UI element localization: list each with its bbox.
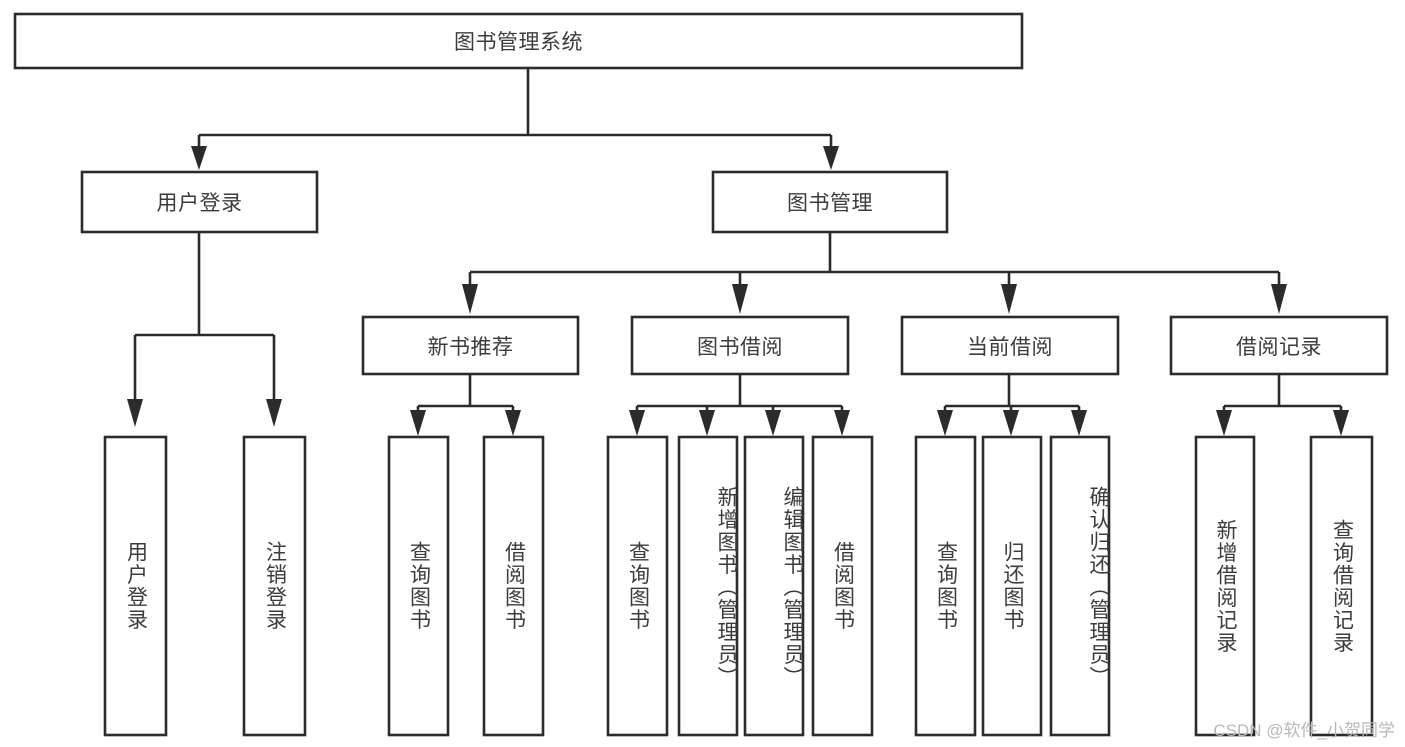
arrowhead-leaf-user-login — [127, 399, 143, 427]
leaf-query-book-2-box[interactable] — [606, 435, 669, 737]
arrowhead-new-book-recommend — [462, 284, 478, 314]
arrowhead-leaf-query-book-1 — [410, 410, 426, 436]
leaf-query-book-3-box[interactable] — [914, 435, 977, 737]
node-borrow-record-box[interactable] — [1169, 315, 1389, 376]
leaf-borrow-book-2-box[interactable] — [811, 435, 874, 737]
leaf-add-book-box[interactable] — [677, 435, 739, 737]
node-book-borrow-box[interactable] — [630, 315, 850, 376]
node-user-login-box[interactable] — [80, 170, 319, 234]
arrowhead-leaf-query-record — [1333, 410, 1349, 436]
node-root-box[interactable] — [13, 12, 1024, 70]
leaf-return-book-box[interactable] — [981, 435, 1043, 737]
leaf-borrow-book-1-box[interactable] — [482, 435, 545, 737]
arrowhead-leaf-query-book-2 — [629, 410, 645, 436]
leaf-edit-book-box[interactable] — [743, 435, 805, 737]
leaf-confirm-return-box[interactable] — [1049, 435, 1111, 737]
node-book-management-box[interactable] — [711, 170, 949, 234]
node-current-borrow-box[interactable] — [900, 315, 1120, 376]
leaf-add-record-box[interactable] — [1194, 435, 1256, 737]
arrowhead-leaf-add-record — [1216, 410, 1232, 436]
leaf-logout-login-box[interactable] — [242, 435, 307, 737]
arrowhead-leaf-borrow-book-2 — [834, 410, 850, 436]
arrowhead-leaf-edit-book — [765, 410, 781, 436]
node-new-book-recommend-box[interactable] — [361, 315, 580, 376]
arrowhead-leaf-return-book — [1003, 410, 1019, 436]
arrowhead-user-login — [191, 146, 207, 170]
csdn-watermark: CSDN @软件_小贺同学 — [1213, 721, 1395, 740]
arrowhead-leaf-logout-login — [266, 399, 282, 427]
arrowhead-leaf-confirm-return — [1071, 410, 1087, 436]
leaf-query-book-1-box[interactable] — [387, 435, 450, 737]
leaf-query-record-box[interactable] — [1309, 435, 1374, 737]
arrowhead-book-borrow — [732, 284, 748, 314]
arrowhead-borrow-record — [1271, 284, 1287, 314]
arrowhead-book-management — [823, 146, 839, 170]
arrowhead-leaf-query-book-3 — [937, 410, 953, 436]
arrowhead-leaf-borrow-book-1 — [505, 410, 521, 436]
arrowhead-leaf-add-book — [699, 410, 715, 436]
arrowhead-current-borrow — [1001, 284, 1017, 314]
leaf-user-login-box[interactable] — [103, 435, 168, 737]
